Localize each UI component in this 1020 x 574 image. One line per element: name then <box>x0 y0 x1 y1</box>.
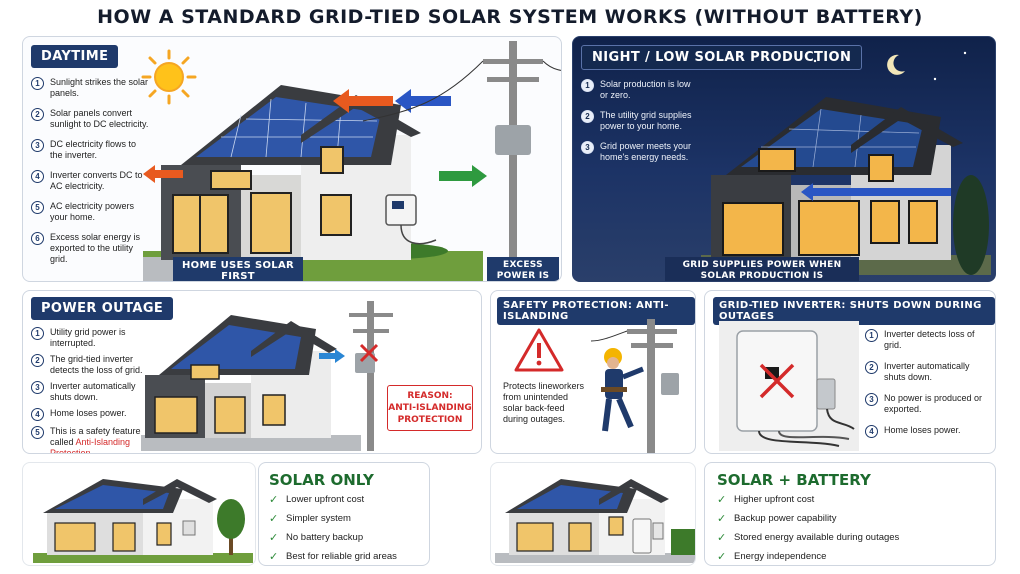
list-item: ✓Stored energy available during outages <box>717 532 900 544</box>
utility-pole <box>362 41 561 261</box>
solar-only-panel: SOLAR ONLY ✓Lower upfront cost ✓Simpler … <box>258 462 430 566</box>
reason-text: ANTI-ISLANDING PROTECTION <box>388 403 472 425</box>
star-icon <box>963 51 967 55</box>
utility-pole-outage <box>349 301 393 451</box>
solar-battery-panel: SOLAR + BATTERY ✓Higher upfront cost ✓Ba… <box>704 462 996 566</box>
inverter-off-icon <box>759 363 795 399</box>
list-item: ✓Energy independence <box>717 551 827 563</box>
check-icon: ✓ <box>269 551 279 563</box>
night-header: NIGHT / LOW SOLAR PRODUCTION <box>581 45 863 70</box>
house-outage-illustration <box>141 315 361 451</box>
solar-battery-list: ✓Higher upfront cost ✓Backup power capab… <box>717 493 900 565</box>
solar-only-title: SOLAR ONLY <box>269 471 374 489</box>
check-icon: ✓ <box>717 513 727 525</box>
check-icon: ✓ <box>269 494 279 506</box>
list-item: ✓Simpler system <box>269 513 351 525</box>
reason-label: REASON: <box>407 391 453 401</box>
star-icon <box>933 77 937 81</box>
warning-icon <box>514 328 564 372</box>
safety-text: Protects lineworkers from unintended sol… <box>503 381 585 424</box>
check-icon: ✓ <box>269 513 279 525</box>
solar-flow-arrow <box>333 89 393 113</box>
grid-supplies-caption: GRID SUPPLIES POWER WHEN SOLAR PRODUCTIO… <box>665 257 859 281</box>
inverter-flow-arrow <box>143 165 183 183</box>
lineworker-illustration <box>590 319 679 453</box>
grid-supply-arrow <box>801 183 951 201</box>
safety-panel: SAFETY PROTECTION: ANTI-ISLANDING Protec… <box>490 290 696 454</box>
house-illustration <box>161 85 437 260</box>
house-solar-only-illustration <box>33 479 253 563</box>
safety-header: SAFETY PROTECTION: ANTI-ISLANDING <box>497 297 695 325</box>
list-item: ✓Higher upfront cost <box>717 494 815 506</box>
solar-battery-image-panel <box>490 462 696 566</box>
list-item: ✓No battery backup <box>269 532 364 544</box>
solar-only-image-panel <box>22 462 256 566</box>
grid-flow-arrow <box>395 89 451 113</box>
list-item: ✓Best for reliable grid areas <box>269 551 397 563</box>
anti-islanding-highlight: Anti-Islanding Protection. <box>50 437 131 454</box>
house-night-illustration <box>701 97 991 275</box>
house-solar-battery-illustration <box>495 479 695 563</box>
solar-only-list: ✓Lower upfront cost ✓Simpler system ✓No … <box>269 493 397 565</box>
outage-header: POWER OUTAGE <box>31 297 174 320</box>
solar-battery-title: SOLAR + BATTERY <box>717 471 871 489</box>
list-item: ✓Lower upfront cost <box>269 494 365 506</box>
export-arrow <box>439 165 487 187</box>
sun-icon <box>141 49 197 105</box>
home-uses-solar-caption: HOME USES SOLAR FIRST <box>173 257 303 281</box>
outage-arrow <box>319 349 345 363</box>
check-icon: ✓ <box>717 494 727 506</box>
reason-box: REASON: ANTI-ISLANDING PROTECTION <box>387 385 473 431</box>
close-icon <box>359 343 379 363</box>
daytime-header: DAYTIME <box>31 45 119 68</box>
inverter-header: GRID-TIED INVERTER: SHUTS DOWN DURING OU… <box>713 297 995 325</box>
star-icon <box>813 59 817 63</box>
page-title: HOW A STANDARD GRID-TIED SOLAR SYSTEM WO… <box>97 6 923 28</box>
list-item: ✓Backup power capability <box>717 513 837 525</box>
check-icon: ✓ <box>717 551 727 563</box>
moon-icon <box>887 54 905 75</box>
inverter-panel: GRID-TIED INVERTER: SHUTS DOWN DURING OU… <box>704 290 996 454</box>
excess-power-caption: EXCESS POWER IS EXPORTED <box>487 257 559 281</box>
check-icon: ✓ <box>717 532 727 544</box>
check-icon: ✓ <box>269 532 279 544</box>
